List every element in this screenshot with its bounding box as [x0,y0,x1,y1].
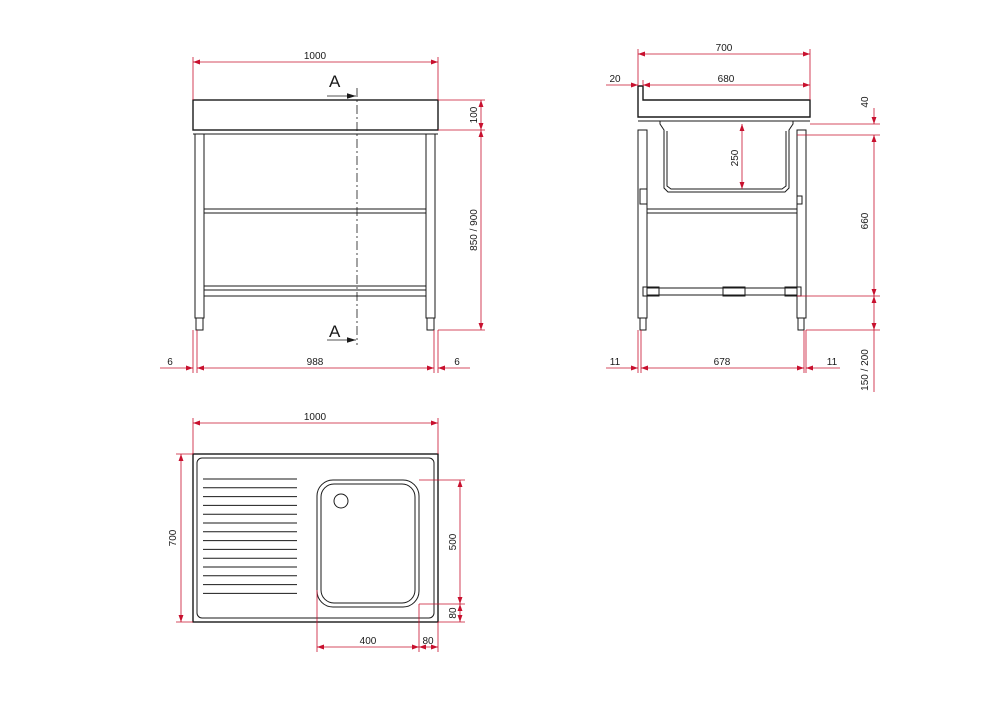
side-dim-offset-label: 20 [609,74,621,85]
front-dim-side-right-label: 6 [454,357,460,368]
front-view-outline [192,99,439,331]
side-view-outline [637,85,811,331]
front-dim-top-height: 100 [438,99,485,131]
side-dim-frame-label: 660 [860,212,871,229]
side-dim-width-label: 700 [716,43,733,54]
top-dim-right-margin-label: 80 [422,636,434,647]
front-view: A A 1000 100 850 / 900 6 [160,51,485,373]
front-dim-side-left-label: 6 [167,357,173,368]
section-label-bottom: A [329,322,341,341]
side-dim-bowl-depth: 250 [730,124,745,189]
side-dim-inner: 20 680 [606,74,810,88]
side-dim-rim-label: 40 [860,96,871,108]
front-dim-height-label: 850 / 900 [469,209,480,251]
top-dim-bowl-depth: 500 80 [419,479,465,623]
top-view-outline [192,453,439,623]
top-dim-front-margin-label: 80 [448,607,459,619]
side-dim-right-label: 11 [827,357,838,368]
front-dim-bottom: 6 988 6 [160,330,470,373]
section-label-top: A [329,72,341,91]
side-dim-left-label: 11 [610,357,621,368]
side-dim-inner-label: 680 [718,74,735,85]
side-dim-span-label: 678 [714,357,731,368]
front-dim-width-label: 1000 [304,51,327,62]
side-dim-leg-label: 150 / 200 [860,349,871,391]
front-dim-top-label: 100 [469,106,480,123]
top-dim-depth: 700 [168,453,193,623]
top-dim-width-label: 1000 [304,412,327,423]
top-dim-bowl-width: 400 80 [316,590,439,652]
front-dim-width: 1000 [192,51,439,100]
side-view: 700 20 680 40 660 150 / 200 250 [606,43,880,392]
front-dim-height: 850 / 900 [438,130,485,331]
top-view: 1000 700 500 80 400 80 [168,412,465,652]
drainboard-grooves [203,478,297,594]
drain-hole-icon [333,493,349,509]
top-dim-depth-label: 700 [168,529,179,546]
side-dim-width: 700 [637,43,811,100]
top-dim-bowl-depth-label: 500 [448,533,459,550]
side-dim-bottom: 11 678 11 [606,330,840,373]
top-dim-bowl-width-label: 400 [360,636,377,647]
side-dim-bowl-label: 250 [730,149,741,166]
side-dim-right: 40 660 150 / 200 [797,96,880,392]
top-dim-width: 1000 [192,412,439,454]
front-dim-inner-label: 988 [307,357,324,368]
